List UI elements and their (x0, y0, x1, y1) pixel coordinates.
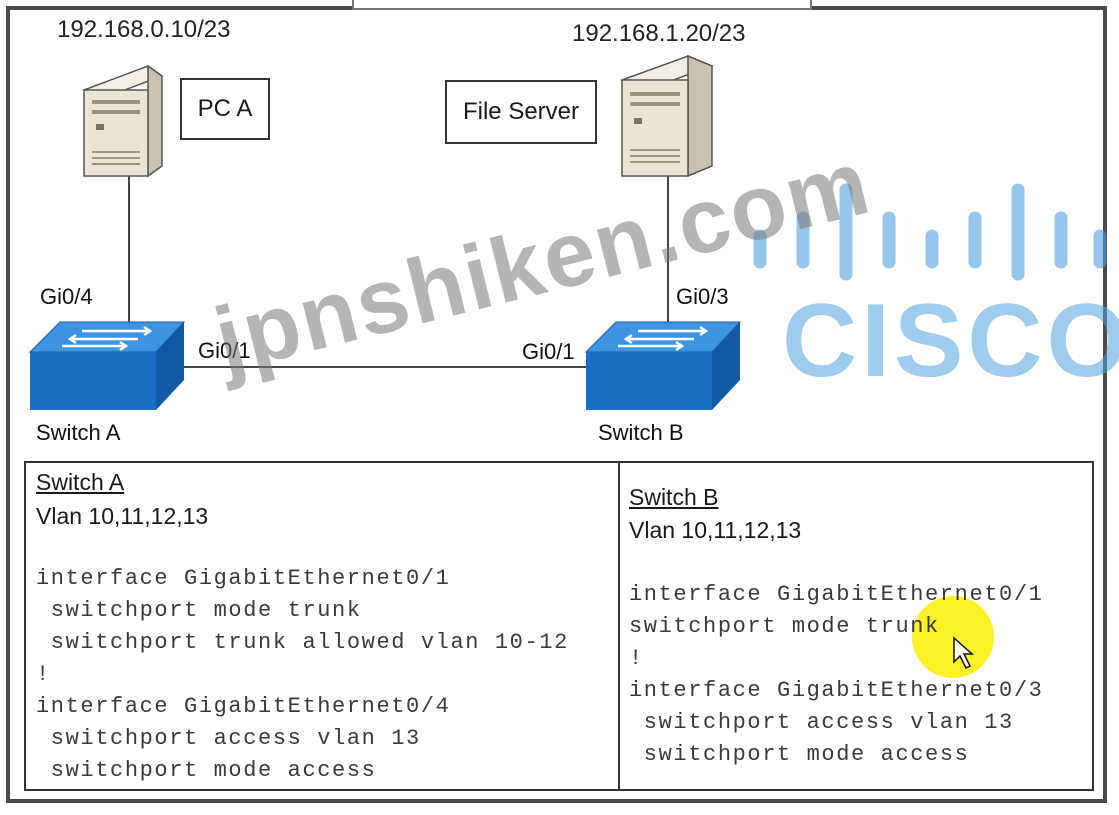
file-server-label: File Server (462, 98, 580, 125)
config-a-title: Switch A (36, 469, 125, 495)
pc-a-label: PC A (197, 95, 253, 122)
switch-b-name: Switch B (598, 420, 684, 445)
cisco-logo-text: CISCO (782, 283, 1119, 399)
top-tab-edge (352, 0, 812, 10)
config-a-line: ! (36, 662, 51, 687)
config-a-line: interface GigabitEthernet0/1 (36, 566, 451, 591)
switch-a-icon (28, 321, 186, 410)
config-a-line: switchport access vlan 13 (36, 726, 421, 751)
pc-a-label-box: PC A (180, 78, 270, 140)
config-b-line: switchport access vlan 13 (629, 710, 1014, 735)
config-b-title: Switch B (629, 484, 719, 510)
cisco-bars-logo-icon (753, 183, 1107, 281)
switch-a-port-host: Gi0/4 (40, 284, 93, 309)
config-b-line: switchport mode trunk (629, 614, 940, 639)
pc-a-ip-label: 192.168.0.10/23 (57, 16, 231, 43)
config-a-vlans: Vlan 10,11,12,13 (36, 503, 209, 529)
switch-a-name: Switch A (36, 420, 121, 445)
switch-b-icon (584, 321, 742, 410)
file-server-tower-icon (619, 54, 715, 178)
config-a-line: interface GigabitEthernet0/4 (36, 694, 451, 719)
config-b-line: interface GigabitEthernet0/1 (629, 582, 1044, 607)
switch-a-port-uplink: Gi0/1 (198, 338, 251, 363)
switch-b-port-host: Gi0/3 (676, 284, 729, 309)
config-a-line: switchport mode access (36, 758, 377, 783)
config-b-line: switchport mode access (629, 742, 970, 767)
config-a-line: switchport trunk allowed vlan 10-12 (36, 630, 569, 655)
config-b-vlans: Vlan 10,11,12,13 (629, 517, 802, 543)
cursor-highlight (912, 596, 994, 678)
config-b-line: ! (629, 646, 644, 671)
config-a-line: switchport mode trunk (36, 598, 362, 623)
config-divider (618, 461, 620, 791)
switch-b-port-uplink: Gi0/1 (522, 339, 575, 364)
config-b-line: interface GigabitEthernet0/3 (629, 678, 1044, 703)
pc-a-tower-icon (82, 64, 164, 178)
file-server-label-box: File Server (445, 80, 597, 144)
file-server-ip-label: 192.168.1.20/23 (572, 20, 746, 47)
